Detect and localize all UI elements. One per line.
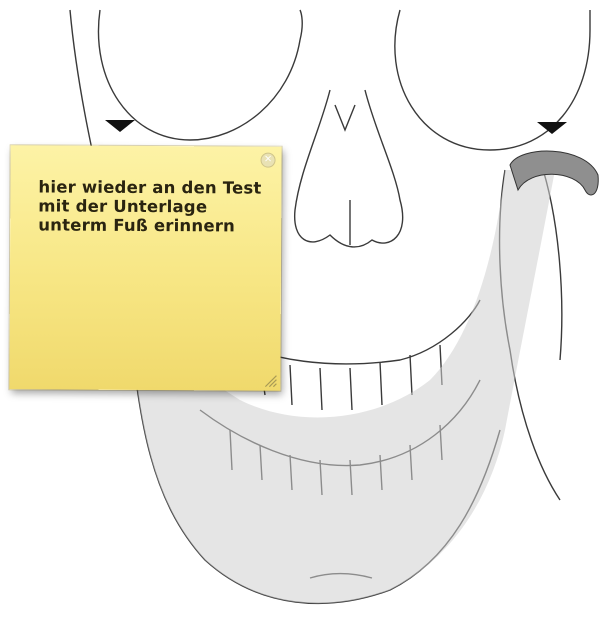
note-line: hier wieder an den Test: [38, 177, 268, 197]
right-joint-arrow-top: [537, 122, 567, 134]
resize-grip-icon[interactable]: [261, 372, 277, 388]
note-line: unterm Fuß erinnern: [38, 215, 268, 235]
sticky-note[interactable]: × hier wieder an den Test mit der Unterl…: [9, 145, 281, 390]
right-orbit: [395, 10, 590, 150]
sticky-note-text[interactable]: hier wieder an den Test mit der Unterlag…: [38, 177, 268, 235]
nasal-cavity: [295, 90, 403, 247]
close-circle-icon[interactable]: ×: [261, 153, 276, 168]
left-joint-arrow: [105, 120, 135, 132]
note-line: mit der Unterlage: [38, 196, 268, 216]
